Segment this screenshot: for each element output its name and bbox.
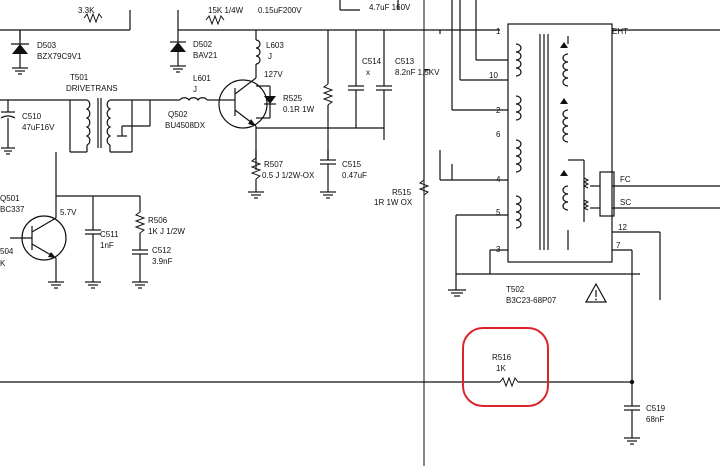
- c510-value: 47uF16V: [22, 123, 55, 132]
- c515-capacitor: [320, 150, 336, 199]
- c512-ref: C512: [152, 246, 172, 255]
- r511-value: 3.3K: [78, 6, 95, 15]
- t502-fbt: [507, 23, 615, 263]
- r507-value: 0.5 J 1/2W-OX: [262, 171, 315, 180]
- r506-ref: R506: [148, 216, 168, 225]
- r515-ref: R515: [392, 188, 412, 197]
- r516-value: 1K: [496, 364, 506, 373]
- l601-value: J: [193, 85, 197, 94]
- v57-label: 5.7V: [60, 208, 77, 217]
- fbt-eht-label: EHT: [612, 27, 628, 36]
- fbt-pin-5: 5: [496, 208, 501, 217]
- c515-ref: C515: [342, 160, 362, 169]
- r506-value: 1K J 1/2W: [148, 227, 185, 236]
- c510-ref: C510: [22, 112, 42, 121]
- c515-value: 0.47uF: [342, 171, 367, 180]
- fbt-pin-7: 7: [616, 241, 621, 250]
- t502-ref: T502: [506, 285, 525, 294]
- r510-resistor: [205, 14, 225, 26]
- q501-ref: Q501: [0, 194, 20, 203]
- l603-value: J: [268, 52, 272, 61]
- top-rail: [0, 0, 500, 40]
- q502-value: BU4508DX: [165, 121, 206, 130]
- r515-resistor: [418, 160, 430, 196]
- d503-zener: [11, 30, 29, 75]
- t502-value: B3C23-68P07: [506, 296, 557, 305]
- r507-resistor: [248, 150, 264, 199]
- fbt-pin-3: 3: [496, 245, 501, 254]
- d502-value: BAV21: [193, 51, 218, 60]
- fbt-wiring: [423, 0, 720, 380]
- q502-ref: Q502: [168, 110, 188, 119]
- c511-value: 1nF: [100, 241, 114, 250]
- c-top2-value: 4.7uF 160V: [369, 3, 411, 12]
- q502-transistor: [218, 70, 276, 170]
- r525-value: 0.1R 1W: [283, 105, 315, 114]
- d502-diode: [170, 30, 186, 73]
- d502-ref: D502: [193, 40, 213, 49]
- r525-ref: R525: [283, 94, 303, 103]
- r515-value: 1R 1W OX: [374, 198, 413, 207]
- q501-transistor: [10, 152, 140, 289]
- fbt-pin-4: 4: [496, 175, 501, 184]
- c-top1-value: 0.15uF200V: [258, 6, 302, 15]
- c519-ref: C519: [646, 404, 666, 413]
- fbt-sc-label: SC: [620, 198, 631, 207]
- t501-value: DRIVETRANS: [66, 84, 118, 93]
- r507-ref: R507: [264, 160, 284, 169]
- c513-ref: C513: [395, 57, 415, 66]
- r511-resistor: [83, 12, 103, 24]
- fbt-pin-10: 10: [489, 71, 498, 80]
- r504-value: K: [0, 259, 6, 268]
- v127-label: 127V: [264, 70, 283, 79]
- warning-icon: [584, 282, 608, 303]
- c511-capacitor: [85, 196, 101, 289]
- bottom-line: [0, 376, 635, 388]
- ground-symbols: [383, 128, 453, 180]
- c519-value: 68nF: [646, 415, 664, 424]
- d503-value: BZX79C9V1: [37, 52, 82, 61]
- fbt-pin-12: 12: [618, 223, 627, 232]
- c514-value: x: [366, 68, 370, 77]
- c512-value: 3.9nF: [152, 257, 173, 266]
- c512-capacitor: [132, 249, 148, 289]
- fbt-pin-1: 1: [496, 27, 501, 36]
- r516-highlight: [462, 327, 549, 407]
- r510-value: 15K 1/4W: [208, 6, 244, 15]
- t501-transformer: [69, 98, 180, 153]
- l603-ref: L603: [266, 41, 284, 50]
- c513-capacitor: [256, 30, 392, 129]
- c511-ref: C511: [100, 230, 119, 239]
- t501-ref: T501: [70, 73, 89, 82]
- c514-ref: C514: [362, 57, 382, 66]
- r525-resistor: [322, 30, 334, 160]
- r504-ref: 504: [0, 247, 14, 256]
- d503-ref: D503: [37, 41, 57, 50]
- c519-capacitor: [624, 382, 640, 445]
- l603-inductor: [255, 30, 261, 70]
- r516-ref: R516: [492, 353, 512, 362]
- l601-ref: L601: [193, 74, 211, 83]
- c513-value: 8.2nF 1.5KV: [395, 68, 440, 77]
- q501-value: BC337: [0, 205, 25, 214]
- c514-capacitor: [348, 30, 364, 128]
- l601-inductor: [179, 97, 222, 102]
- fbt-pin-6: 6: [496, 130, 501, 139]
- fbt-fc-label: FC: [620, 175, 631, 184]
- c510-capacitor: [0, 99, 70, 155]
- fbt-pin-2: 2: [496, 106, 501, 115]
- r506-resistor: [134, 196, 146, 250]
